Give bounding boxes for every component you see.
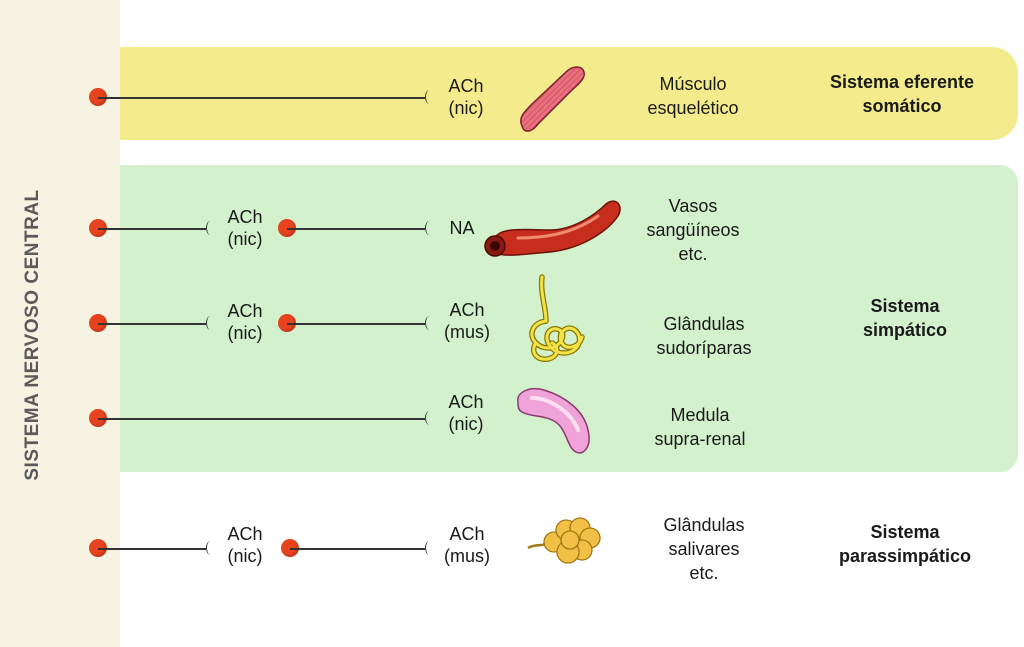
skeletal-muscle-icon: [520, 66, 585, 132]
synapse-terminal: [206, 316, 215, 330]
organ-label-blood-vessels: Vasos sangüíneos etc.: [646, 196, 740, 264]
synapse-terminal: [206, 221, 215, 235]
neurotransmitter-label: ACh (nic): [227, 301, 263, 343]
system-label-somatic: Sistema eferente somático: [829, 72, 975, 116]
synapse-terminal: [425, 411, 434, 425]
adrenal-medulla-icon: [517, 388, 590, 454]
postganglionic-axon: [287, 323, 425, 325]
neurotransmitter-label: ACh (nic): [448, 392, 484, 434]
neurotransmitter-label: ACh (mus): [444, 524, 490, 566]
blood-vessel-icon: [484, 200, 621, 257]
synapse-terminal: [425, 316, 434, 330]
synapse-terminal: [425, 221, 434, 235]
preganglionic-axon: [98, 323, 206, 325]
organ-label-skeletal-muscle: Músculo esquelético: [647, 74, 739, 118]
neurotransmitter-label: ACh (nic): [227, 524, 263, 566]
postganglionic-axon: [290, 548, 425, 550]
sweat-gland-icon: [529, 274, 585, 362]
neurotransmitter-label: NA: [449, 218, 475, 238]
organ-label-salivary-glands: Glândulas salivares etc.: [663, 515, 745, 583]
motor-axon: [98, 97, 425, 99]
synapse-terminal: [206, 541, 215, 555]
preganglionic-axon: [98, 548, 206, 550]
system-label-sympathetic: Sistema simpático: [862, 296, 948, 340]
salivary-gland-icon: [527, 517, 601, 564]
organ-label-adrenal-medulla: Medula supra-renal: [654, 405, 746, 449]
organ-label-sweat-glands: Glândulas sudoríparas: [656, 314, 752, 358]
neurotransmitter-label: ACh (nic): [448, 76, 484, 118]
neurotransmitter-label: ACh (nic): [227, 207, 263, 249]
cns-label: SISTEMA NERVOSO CENTRAL: [22, 189, 43, 481]
preganglionic-axon: [98, 228, 206, 230]
synapse-terminal: [425, 90, 434, 104]
neurotransmitter-label: ACh (mus): [444, 300, 490, 342]
postganglionic-axon: [287, 228, 425, 230]
synapse-terminal: [425, 541, 434, 555]
system-label-parasympathetic: Sistema parassimpático: [838, 522, 972, 566]
preganglionic-axon: [98, 418, 425, 420]
